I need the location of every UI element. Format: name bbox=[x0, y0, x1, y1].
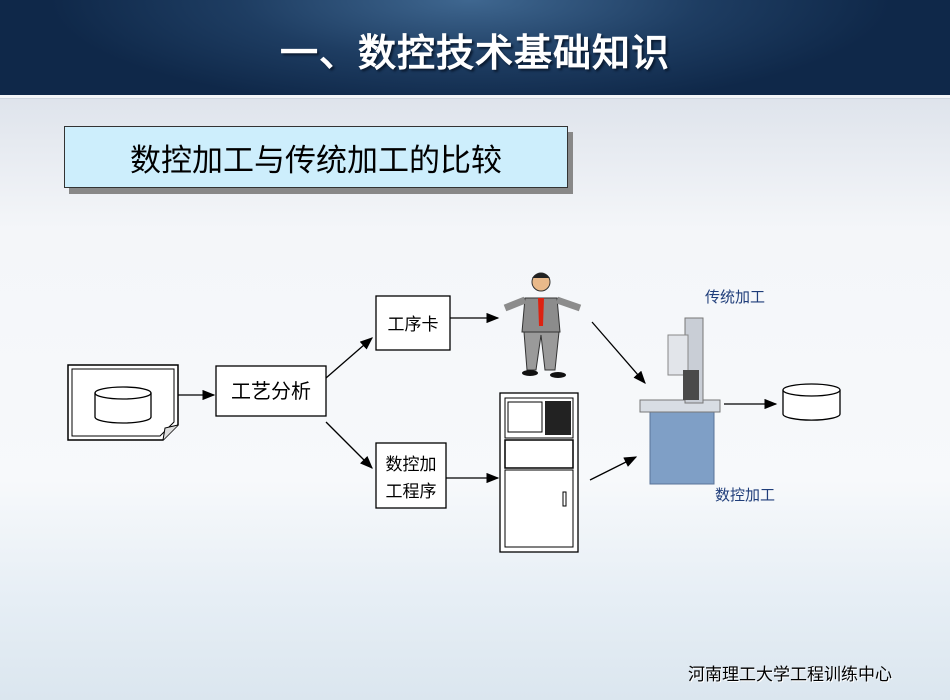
process-analysis-box: 工艺分析 bbox=[215, 365, 327, 417]
process-analysis-label: 工艺分析 bbox=[231, 379, 311, 403]
process-card-label: 工序卡 bbox=[388, 315, 439, 335]
nc-program-label-1: 数控加 bbox=[386, 455, 437, 475]
footer-institution: 河南理工大学工程训练中心 bbox=[688, 665, 892, 685]
process-card-box: 工序卡 bbox=[375, 295, 451, 351]
arrow bbox=[589, 456, 638, 481]
subtitle-text: 数控加工与传统加工的比较 bbox=[130, 142, 502, 179]
arrow bbox=[591, 321, 646, 384]
nc-program-box: 数控加 工程序 bbox=[375, 442, 447, 509]
slide-title: 一、数控技术基础知识 bbox=[279, 31, 670, 75]
subtitle-box: 数控加工与传统加工的比较 bbox=[64, 126, 568, 188]
nc-program-label-2: 工程序 bbox=[386, 482, 437, 502]
nc-machining-label: 数控加工 bbox=[715, 486, 775, 504]
header-banner bbox=[0, 0, 950, 95]
arrow bbox=[325, 421, 373, 469]
arrow bbox=[325, 337, 373, 379]
header-divider bbox=[0, 95, 950, 99]
part-drawing-icon bbox=[67, 364, 179, 441]
finished-part-icon bbox=[782, 383, 841, 421]
cnc-controller-cabinet bbox=[499, 392, 579, 553]
worker-illustration bbox=[503, 272, 582, 378]
traditional-machining-label: 传统加工 bbox=[705, 288, 765, 306]
milling-machine-image bbox=[639, 317, 721, 485]
